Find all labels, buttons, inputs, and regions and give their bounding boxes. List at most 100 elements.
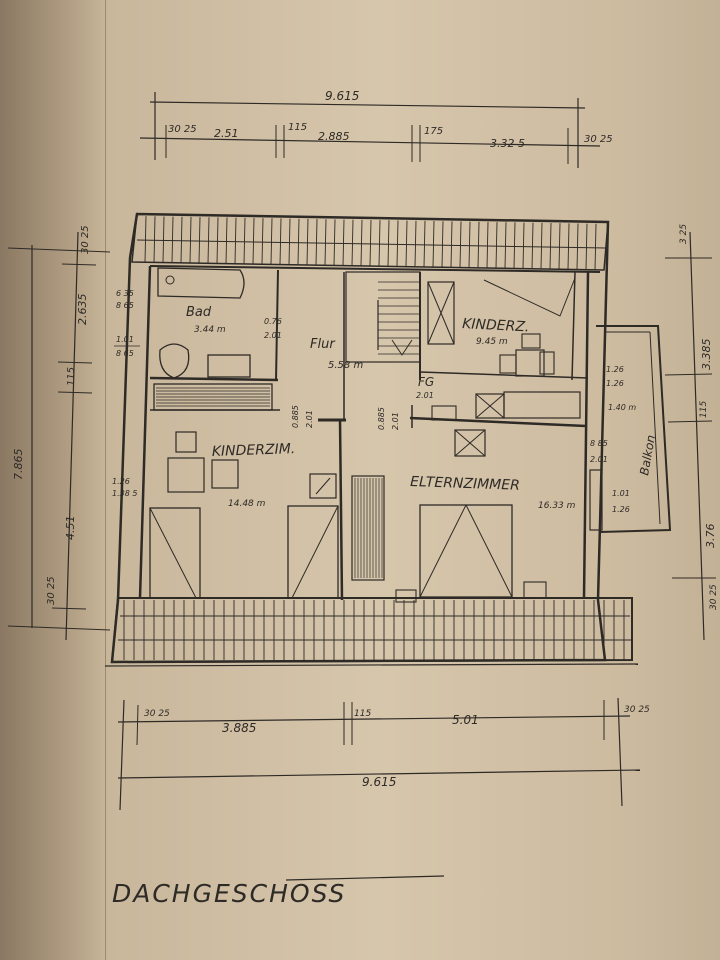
roof-hatch-line bbox=[459, 221, 462, 268]
room-area-balkon: 1.40 m bbox=[608, 403, 636, 412]
dim-left-total: 7.865 bbox=[12, 449, 25, 481]
roof-hatch-line bbox=[324, 219, 327, 266]
roof-hatch-line bbox=[342, 219, 345, 266]
bathroom-fixtures bbox=[153, 267, 273, 411]
roof-hatch-line bbox=[243, 217, 246, 264]
dim-left-seg: 115 bbox=[66, 367, 77, 386]
opening-label: 6 35 bbox=[116, 289, 134, 298]
top-dimensions: 9.615 30 25 2.51 115 2.885 175 3.32 5 30… bbox=[139, 89, 613, 168]
dim-right-seg: 115 bbox=[699, 401, 709, 418]
plan-title: DACHGESCHOSS bbox=[112, 879, 346, 908]
opening-label: 1.26 bbox=[612, 505, 630, 514]
dim-top-seg: 30 25 bbox=[168, 124, 197, 135]
dim-bottom-seg: 3.885 bbox=[222, 721, 256, 735]
roof-hatch-line bbox=[441, 221, 444, 268]
roof-hatch-line bbox=[486, 221, 489, 268]
dim-top-seg: 2.885 bbox=[318, 130, 350, 143]
dim-bottom-seg: 30 25 bbox=[624, 705, 650, 715]
roof-hatch-line bbox=[531, 222, 534, 269]
dim-left-seg: 30 25 bbox=[80, 225, 91, 254]
room-name-kinderz: KINDERZ. bbox=[462, 316, 530, 335]
roof-hatch-line bbox=[225, 217, 228, 264]
roof-hatch-line bbox=[387, 220, 390, 267]
roof-hatch-line bbox=[252, 217, 255, 264]
roof-hatch-line bbox=[432, 221, 435, 268]
opening-label: 1.26 bbox=[112, 477, 130, 486]
roof-hatch-line bbox=[216, 217, 219, 264]
opening-label: 1.01 bbox=[612, 489, 630, 498]
opening-label: 2.01 bbox=[264, 331, 282, 340]
opening-label: 8 85 bbox=[590, 439, 608, 448]
outer-walls bbox=[110, 212, 610, 664]
dim-bottom-seg: 30 25 bbox=[144, 709, 170, 719]
dim-top-seg: 115 bbox=[288, 122, 307, 133]
roof-hatch-line bbox=[180, 216, 183, 263]
dim-right-seg: 30 25 bbox=[709, 584, 719, 610]
roof-hatch-line bbox=[360, 219, 363, 266]
roof-hatch-line bbox=[297, 218, 300, 265]
dim-top-seg: 175 bbox=[424, 126, 443, 137]
opening-label: 1.01 bbox=[116, 335, 134, 344]
page-edge bbox=[0, 0, 106, 960]
room-area-eltern: 16.33 m bbox=[538, 501, 576, 511]
roof-hatch-line bbox=[522, 222, 525, 269]
roof-hatch-line bbox=[144, 216, 147, 263]
right-dimensions: 3 25 3.385 115 3.76 30 25 bbox=[664, 224, 719, 641]
roof-hatch-line bbox=[369, 219, 372, 266]
roof-hatch-line bbox=[549, 223, 552, 270]
room-area-bad: 3.44 m bbox=[194, 325, 226, 335]
left-dimensions: 30 25 2.635 115 4.51 30 25 7.865 bbox=[7, 225, 111, 641]
roof-hatch-line bbox=[333, 219, 336, 266]
roof-hatch-line bbox=[567, 223, 570, 270]
roof-hatch-line bbox=[279, 218, 282, 265]
dim-left-seg: 2.635 bbox=[76, 294, 89, 326]
room-area-kinderz: 9.45 m bbox=[476, 337, 508, 347]
dim-right-seg: 3 25 bbox=[679, 224, 689, 244]
dim-left-seg: 4.51 bbox=[64, 516, 77, 541]
roof-hatch-line bbox=[468, 221, 471, 268]
roof-hatch-line bbox=[540, 222, 543, 269]
label-fg: FG bbox=[418, 375, 434, 389]
room-name-bad: Bad bbox=[186, 305, 212, 320]
dim-top-seg: 30 25 bbox=[584, 134, 613, 145]
roof-hatch-line bbox=[198, 217, 201, 264]
dim-bottom-seg: 5.01 bbox=[452, 713, 479, 727]
bottom-dimensions: 30 25 3.885 115 5.01 30 25 9.615 bbox=[117, 697, 650, 811]
roof-hatch-line bbox=[306, 218, 309, 265]
roof-hatch-line bbox=[576, 223, 579, 270]
roof-hatch-line bbox=[585, 223, 588, 270]
opening-label: 1.26 bbox=[606, 379, 624, 388]
roof-hatch-line bbox=[171, 216, 174, 263]
roof-hatch-line bbox=[495, 222, 498, 269]
room-area-flur: 5.58 m bbox=[328, 360, 363, 371]
plan-title-group: DACHGESCHOSS bbox=[112, 875, 445, 908]
opening-labels: 6 35 8 65 1.01 8 65 0.76 2.01 1.26 1.38 … bbox=[112, 289, 630, 514]
opening-label: 1.38 5 bbox=[112, 489, 137, 498]
roof-hatch-line bbox=[504, 222, 507, 269]
kinderzimmer-furniture bbox=[149, 431, 339, 599]
elternzimmer-furniture bbox=[395, 429, 603, 603]
roof-hatch-line bbox=[423, 220, 426, 267]
opening-label: 1.26 bbox=[606, 365, 624, 374]
dim-left-seg: 30 25 bbox=[46, 576, 57, 605]
roof-hatch-line bbox=[351, 219, 354, 266]
opening-label: 2.01 bbox=[305, 410, 314, 428]
roof-hatch-line bbox=[414, 220, 417, 267]
dim-top-seg: 3.32 5 bbox=[490, 137, 525, 150]
roof-hatch-line bbox=[315, 219, 318, 266]
room-labels: Bad 3.44 m Flur 5.58 m KINDERZ. 9.45 m K… bbox=[186, 305, 658, 511]
dim-bottom-seg: 115 bbox=[354, 709, 371, 719]
opening-label: 0.885 bbox=[377, 407, 386, 430]
staircase bbox=[345, 271, 455, 363]
roof-strip-bottom bbox=[104, 597, 639, 667]
roof-hatch-line bbox=[234, 217, 237, 264]
roof-hatch-line bbox=[405, 220, 408, 267]
opening-label: 0.76 bbox=[264, 317, 282, 326]
opening-label: 0.885 bbox=[291, 405, 300, 428]
dim-top-total: 9.615 bbox=[325, 89, 359, 103]
dim-right-seg: 3.385 bbox=[700, 339, 713, 371]
opening-label: 8 65 bbox=[116, 301, 134, 310]
roof-hatch-line bbox=[558, 223, 561, 270]
